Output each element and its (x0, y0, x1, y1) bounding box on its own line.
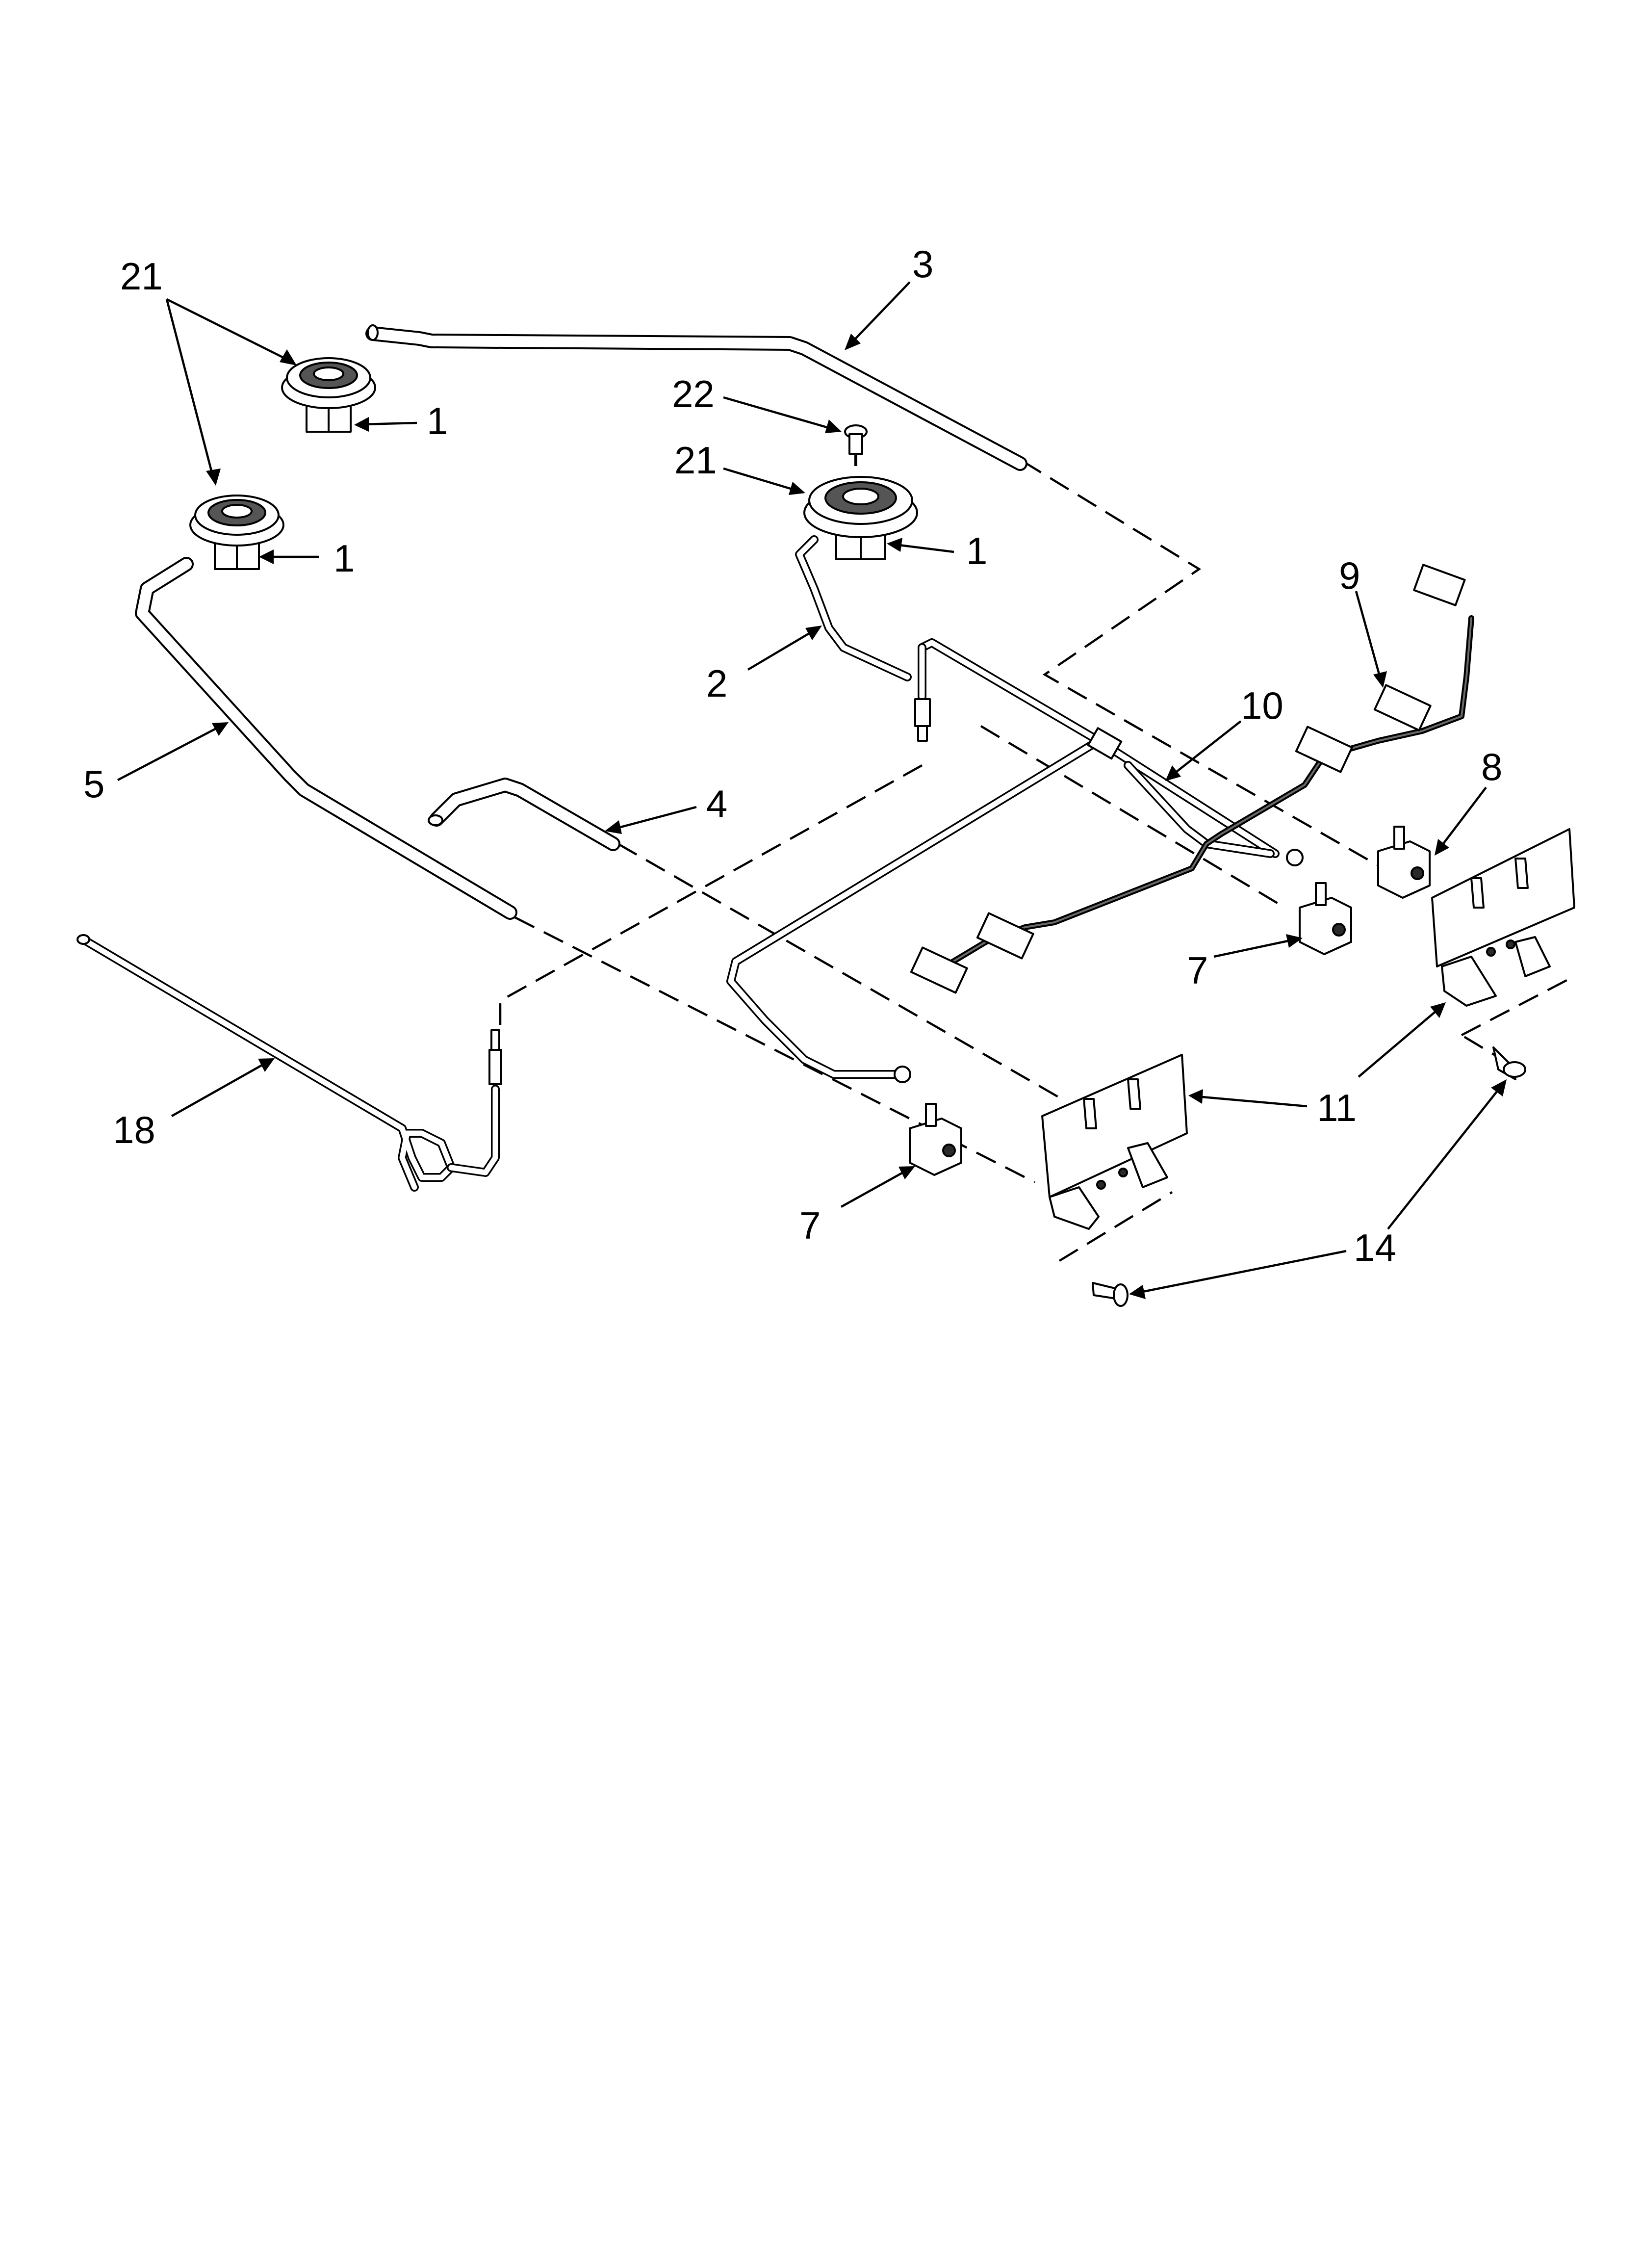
manifold-tubes (726, 638, 1304, 1083)
switch-8 (1377, 826, 1431, 899)
callout-11-front: 11 (1317, 1086, 1357, 1129)
burner-base-top-left (281, 357, 376, 433)
callout-7-right: 7 (1187, 949, 1208, 992)
callout-1-top: 1 (427, 399, 448, 443)
callout-1-left: 1 (334, 537, 355, 580)
tube-18 (77, 934, 502, 1192)
burner-base-mid-left (189, 495, 284, 570)
tube-2 (795, 535, 912, 681)
valve-7-right (1299, 882, 1352, 955)
callout-9: 9 (1339, 554, 1360, 597)
callout-14: 14 (1354, 1226, 1396, 1269)
callout-4: 4 (706, 782, 727, 825)
callout-1-center: 1 (966, 529, 987, 573)
callout-10: 10 (1241, 684, 1283, 727)
tube-3 (365, 324, 1027, 471)
callout-22: 22 (672, 372, 715, 416)
callout-8: 8 (1481, 745, 1502, 788)
burner-base-center (803, 476, 918, 560)
screw-14-right (1492, 1046, 1526, 1080)
screw-14-front (1092, 1282, 1129, 1307)
callout-21-top-left: 21 (120, 255, 163, 298)
callout-3: 3 (912, 242, 933, 286)
bracket-11-front (1041, 1054, 1188, 1230)
hidden-lines (499, 460, 1575, 1262)
tube-4 (428, 778, 620, 851)
callout-5: 5 (83, 762, 104, 806)
bracket-11-right (1431, 828, 1575, 1007)
callout-2: 2 (706, 662, 727, 705)
wire-harness-10 (910, 564, 1474, 994)
callout-18: 18 (113, 1108, 155, 1151)
callout-7-front: 7 (799, 1204, 821, 1247)
valve-7-front (909, 1103, 962, 1176)
callout-21-center: 21 (674, 439, 717, 482)
tube-5 (135, 557, 517, 920)
screw-22 (844, 424, 868, 466)
callout-labels: 21 3 1 22 21 1 1 9 2 10 5 8 4 7 11 18 11… (83, 242, 1502, 1269)
leader-lines (117, 281, 1507, 1299)
